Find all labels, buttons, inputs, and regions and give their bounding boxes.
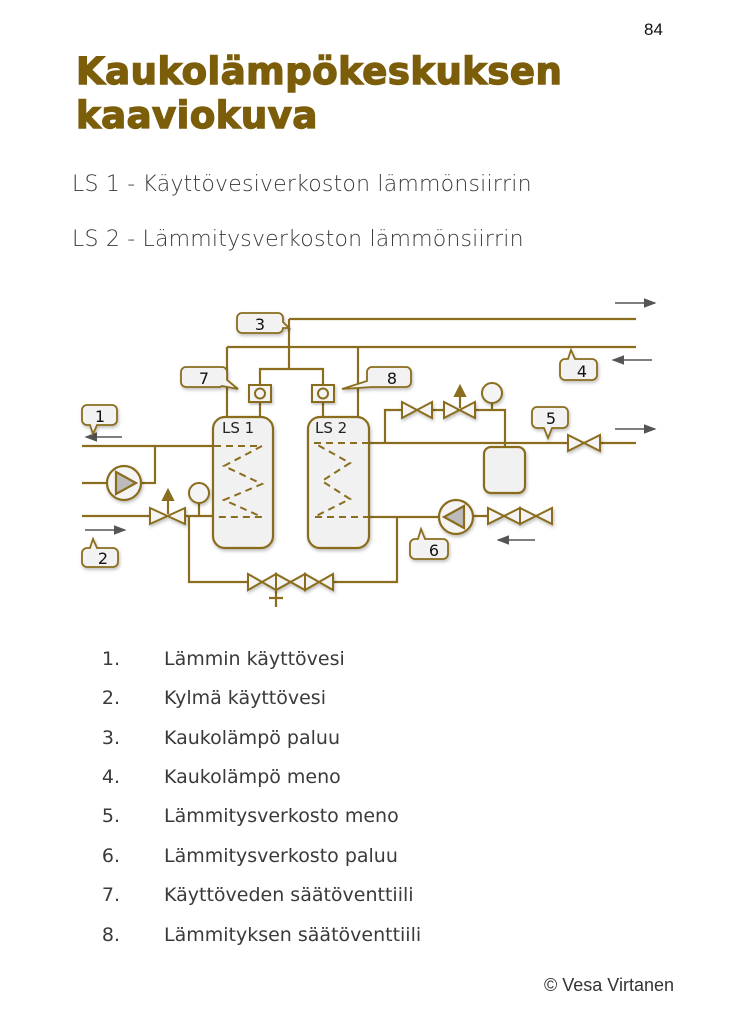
callout-7: 7 [199, 369, 209, 388]
valves [149, 400, 601, 592]
callout-4: 4 [577, 362, 587, 381]
pumps [105, 464, 475, 536]
subtitle-ls2: LS 2 - Lämmitysverkoston lämmönsiirrin [72, 227, 524, 252]
control-valves [248, 384, 335, 403]
callout-1: 1 [95, 407, 105, 426]
callout-6: 6 [429, 541, 439, 560]
title-line-2: kaaviokuva [75, 93, 318, 137]
copyright: © Vesa Virtanen [543, 975, 674, 995]
flow-arrows [84, 298, 657, 545]
callout-5: 5 [546, 409, 556, 428]
tank-label-ls2: LS 2 [315, 419, 347, 437]
page-title: Kaukolämpökeskuksen kaaviokuva [75, 49, 563, 138]
page-number: 84 [644, 20, 663, 39]
callout-3: 3 [255, 315, 265, 334]
expansion-tank [482, 445, 527, 495]
tank-label-ls1: LS 1 [222, 419, 254, 437]
callout-2: 2 [98, 549, 108, 568]
pipes [82, 317, 636, 607]
heat-exchanger-ls2 [306, 415, 371, 550]
heat-exchanger-ls1 [211, 415, 275, 550]
callout-8: 8 [387, 369, 397, 388]
coils [214, 442, 369, 518]
gauges [188, 382, 503, 504]
title-line-1: Kaukolämpökeskuksen [75, 49, 563, 93]
subtitle-ls1: LS 1 - Käyttövesiverkoston lämmönsiirrin [72, 172, 532, 197]
callouts [81, 312, 598, 568]
